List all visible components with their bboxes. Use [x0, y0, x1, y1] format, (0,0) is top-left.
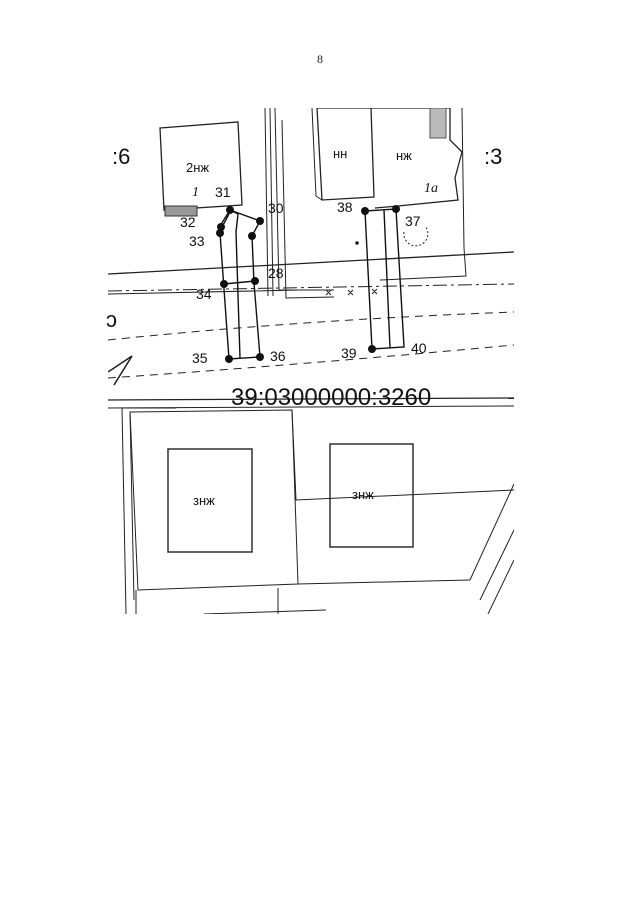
page-number: 8: [317, 52, 323, 66]
road-edge: [108, 289, 301, 295]
parcel-boundary: [311, 108, 323, 201]
block-line: [121, 407, 176, 614]
tree-symbol: [403, 225, 429, 247]
building-label-znzh-right: знж: [352, 487, 374, 502]
side-label-right: :3: [484, 144, 502, 169]
point-label-30: 30: [268, 200, 284, 216]
survey-point-39: [368, 345, 376, 353]
road-edge: [108, 251, 514, 275]
parcel-label-1a: 1а: [424, 181, 438, 196]
survey-point-35: [225, 355, 233, 363]
building-2nzh-outline: [159, 121, 243, 211]
fence-line: [281, 119, 335, 299]
survey-dot: [355, 241, 359, 245]
point-label-31: 31: [215, 184, 231, 200]
side-label-left: :6: [112, 144, 130, 169]
cadastral-number: 39:03000000:3260: [231, 384, 431, 411]
point-label-38: 38: [337, 199, 353, 215]
point-label-32: 32: [180, 214, 196, 230]
survey-point-36: [256, 353, 264, 361]
building-label-nn: нн: [333, 146, 347, 161]
block-line: [297, 579, 471, 585]
building-label-nzh: нж: [396, 148, 412, 163]
building-znzh-right-outline: [329, 443, 414, 548]
point-label-37: 37: [405, 213, 421, 229]
road-edge: [108, 283, 514, 292]
survey-point-37: [392, 205, 400, 213]
point-label-34: 34: [196, 286, 212, 302]
point-label-40: 40: [411, 340, 427, 356]
survey-point-38: [361, 207, 369, 215]
easement-axis: [383, 209, 391, 349]
survey-point-32: [217, 223, 225, 231]
block-line: [479, 529, 514, 601]
building-nzh-outline: [371, 108, 463, 209]
road-dashed: [108, 311, 514, 341]
block-line: [129, 411, 135, 601]
point-label-35: 35: [192, 350, 208, 366]
point-label-39: 39: [341, 345, 357, 361]
block-line: [203, 609, 327, 614]
survey-point-29: [248, 232, 256, 240]
fence-crosses: [325, 288, 378, 296]
point-label-36: 36: [270, 348, 286, 364]
survey-point-33: [216, 229, 224, 237]
building-nn-outline: [316, 108, 375, 201]
easement-boundary-right: [364, 208, 405, 350]
edge-fragment: ɔ: [106, 307, 117, 332]
block-line: [108, 397, 514, 401]
parcel-boundary: [379, 108, 467, 281]
parcel-label-1: 1: [192, 185, 199, 200]
block-line: [487, 559, 514, 614]
boundary-line: [264, 108, 269, 297]
point-label-33: 33: [189, 233, 205, 249]
survey-point-28: [251, 277, 259, 285]
building-znzh-left-outline: [167, 448, 253, 553]
building-hatch: [164, 205, 198, 217]
road-marker: [108, 355, 133, 386]
easement-axis: [223, 280, 256, 285]
point-label-28: 28: [268, 265, 284, 281]
building-label-znzh-left: знж: [193, 493, 215, 508]
survey-point-31: [226, 206, 234, 214]
road-dashed: [108, 344, 514, 379]
survey-point-30: [256, 217, 264, 225]
building-hatch: [429, 108, 447, 139]
block-line: [291, 409, 514, 501]
block-line: [469, 483, 514, 581]
building-label-2nzh: 2нж: [186, 160, 209, 175]
survey-point-34: [220, 280, 228, 288]
easement-axis: [229, 209, 241, 359]
